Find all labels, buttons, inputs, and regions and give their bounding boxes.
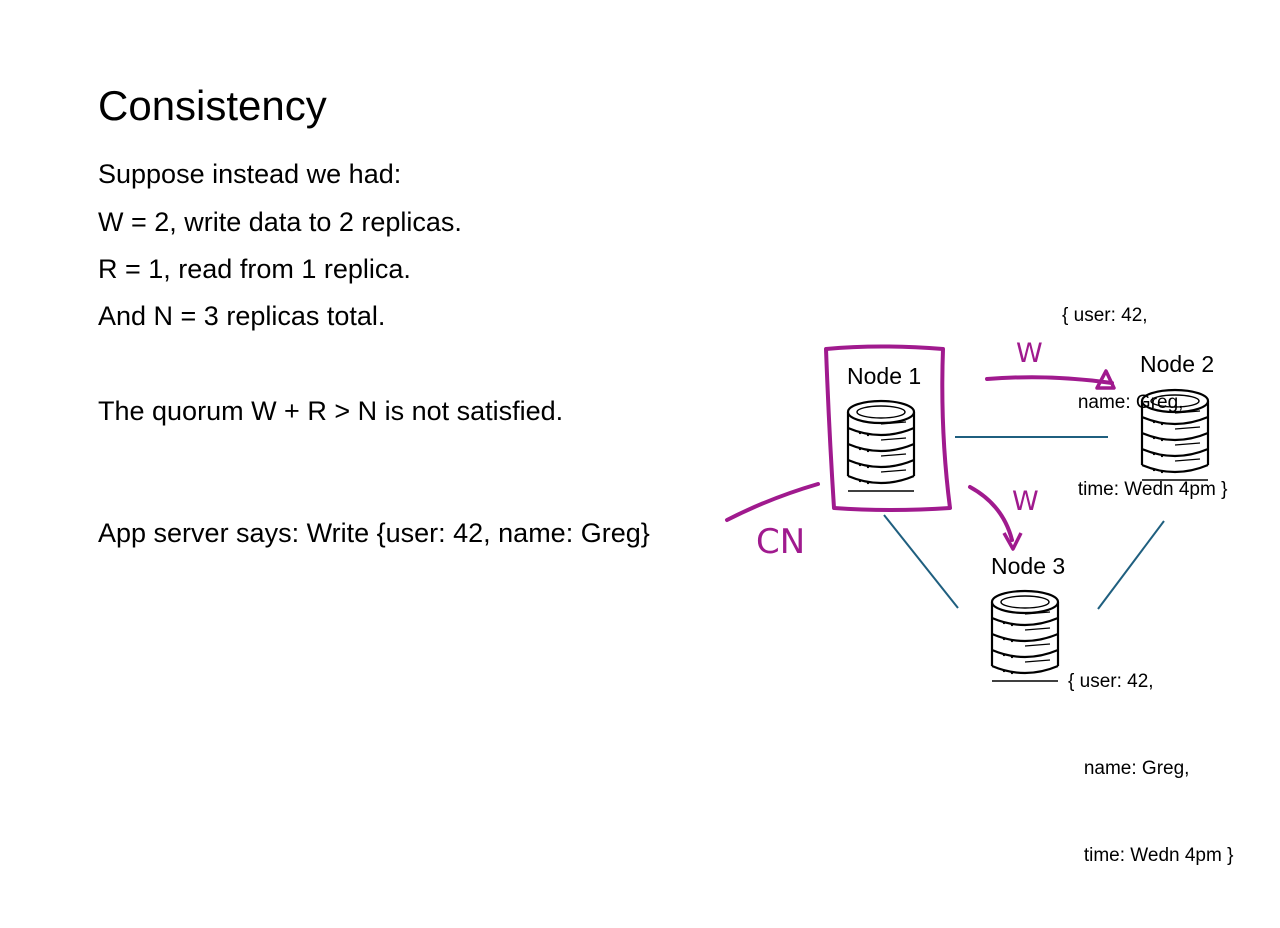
link-node1-node3 [883, 514, 959, 609]
node-1-label: Node 1 [847, 363, 922, 389]
coordinator-highlight-box [824, 344, 952, 512]
record-line: name: Greg, [1062, 392, 1184, 413]
replication-diagram: W W CN [725, 338, 1210, 683]
coordinator-pointer-line [725, 482, 820, 522]
link-node2-node3 [1097, 520, 1165, 610]
write-label-node2: W [1016, 338, 1043, 369]
text-line-suppose: Suppose instead we had: [98, 159, 402, 189]
coordinator-label: CN [756, 522, 805, 562]
record-line: { user: 42, [1068, 671, 1154, 692]
node-2-label: Node 2 [1140, 351, 1215, 377]
text-line-quorum: The quorum W + R > N is not satisfied. [98, 396, 564, 426]
record-line: name: Greg, [1068, 758, 1190, 779]
text-line-r: R = 1, read from 1 replica. [98, 254, 411, 284]
record-line: time: Wedn 4pm } [1062, 479, 1228, 500]
record-line: { user: 42, [1062, 305, 1148, 326]
node-3-record: { user: 42, name: Greg, time: Wedn 4pm } [1068, 609, 1233, 928]
slide-title: Consistency [98, 82, 327, 129]
write-arrow-node2 [985, 375, 1114, 385]
record-line: time: Wedn 4pm } [1068, 845, 1234, 866]
node-2-record: { user: 42, name: Greg, time: Wedn 4pm } [1062, 243, 1227, 562]
write-label-node3: W [1012, 486, 1039, 517]
slide: Consistency Suppose instead we had: W = … [98, 82, 1233, 866]
database-icon [990, 589, 1060, 683]
write-arrow-node3 [968, 485, 1014, 542]
node-3-label: Node 3 [991, 553, 1066, 579]
text-line-app-server: App server says: Write {user: 42, name: … [98, 518, 650, 548]
database-icon [846, 399, 916, 493]
text-line-w: W = 2, write data to 2 replicas. [98, 207, 462, 237]
write-arrowhead-node3 [1002, 532, 1023, 551]
text-line-n: And N = 3 replicas total. [98, 301, 386, 331]
write-arrowhead-node2 [1095, 369, 1116, 390]
